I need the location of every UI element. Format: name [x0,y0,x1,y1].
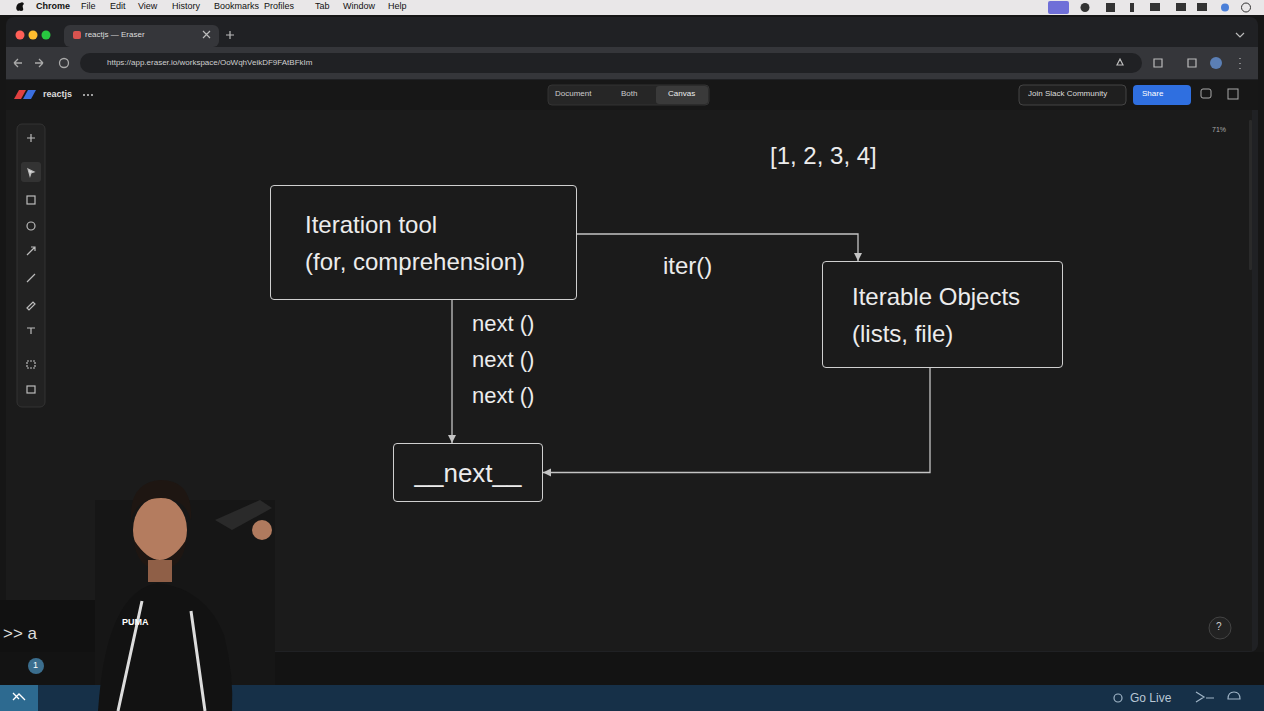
edge-label: iter() [661,252,714,281]
connector [577,234,862,261]
scrollbar [1249,120,1252,270]
tab-controls [203,31,1244,39]
connector [543,368,930,477]
box-title: Iteration tool [305,206,437,243]
menu-icon-highlight [1048,1,1069,14]
view-option: Canvas [668,89,695,99]
logo-blue [23,90,36,99]
box-subtitle: (for, comprehension) [305,243,525,280]
terminal-prompt: >> a [3,624,37,644]
arrowhead [448,435,456,443]
notification-badge [28,658,44,674]
view-option: Document [555,89,591,99]
toolbar-icons [1117,58,1240,69]
address-bar [80,53,1142,73]
connector [448,300,456,443]
profile-avatar [1210,57,1222,69]
connector-line [577,234,858,261]
nav-arrows [14,59,43,67]
menu-item: Bookmarks [214,1,259,12]
presenter-webcam [95,480,275,711]
sample-list: [1, 2, 3, 4] [770,142,877,171]
tab-title: reactjs — Eraser [85,30,145,40]
toolbar [6,47,1258,79]
call-note: next () [472,383,534,409]
help-mark: ? [1216,621,1222,633]
view-switch [548,85,709,105]
box-subtitle: (lists, file) [852,315,953,352]
help-button [1209,617,1231,639]
menu-item: Profiles [264,1,294,12]
share-button [1133,85,1191,105]
menu-item: View [138,1,157,12]
zoom-level: 71% [1212,126,1226,134]
apple-logo [16,2,24,11]
call-note: next () [472,311,534,337]
workspace-name: reactjs [43,89,72,100]
connector-line [451,300,452,443]
menu-item: Edit [110,1,126,12]
menu-item: History [172,1,200,12]
slack-button [1019,85,1126,105]
badge-number: 1 [33,660,38,671]
zoom-light [42,31,51,40]
url-text: https://app.eraser.io/workspace/OoWqhVei… [107,58,312,68]
comment-icon [1201,89,1211,98]
menu-item: Chrome [36,1,70,12]
tool-palette [17,124,45,407]
arrowhead [854,253,862,261]
jacket-logo: PUMA [122,617,149,628]
minimize-light [29,31,38,40]
button-text: Share [1142,89,1163,99]
reload-icon [60,59,69,68]
call-note: next () [472,347,534,373]
view-switch-active [656,86,708,104]
process-box: Iteration tool(for, comprehension) [270,185,577,300]
menu-item: Window [343,1,375,12]
box-title: Iterable Objects [852,278,1020,315]
tab-favicon [73,31,81,39]
process-box: Iterable Objects(lists, file) [822,261,1063,368]
menu-bar [0,0,1264,15]
tool-icons [21,134,41,393]
connector-line [543,368,930,473]
status-text: Go Live [1130,691,1171,705]
button-text: Join Slack Community [1028,89,1107,99]
terminal-strip [0,600,95,652]
status-icons-right [1196,692,1240,702]
arrowhead [543,469,551,477]
panel-icon [1228,89,1238,99]
close-light [16,31,25,40]
status-icons [1081,3,1251,12]
process-box: __next__ [393,443,543,502]
menu-item: File [81,1,96,12]
menu-item: Tab [315,1,330,12]
view-option: Both [621,89,637,99]
menu-item: Help [388,1,407,12]
remote-button [0,685,38,711]
app-header [6,80,1258,110]
browser-tab [64,25,219,47]
box-title: __next__ [415,456,522,490]
